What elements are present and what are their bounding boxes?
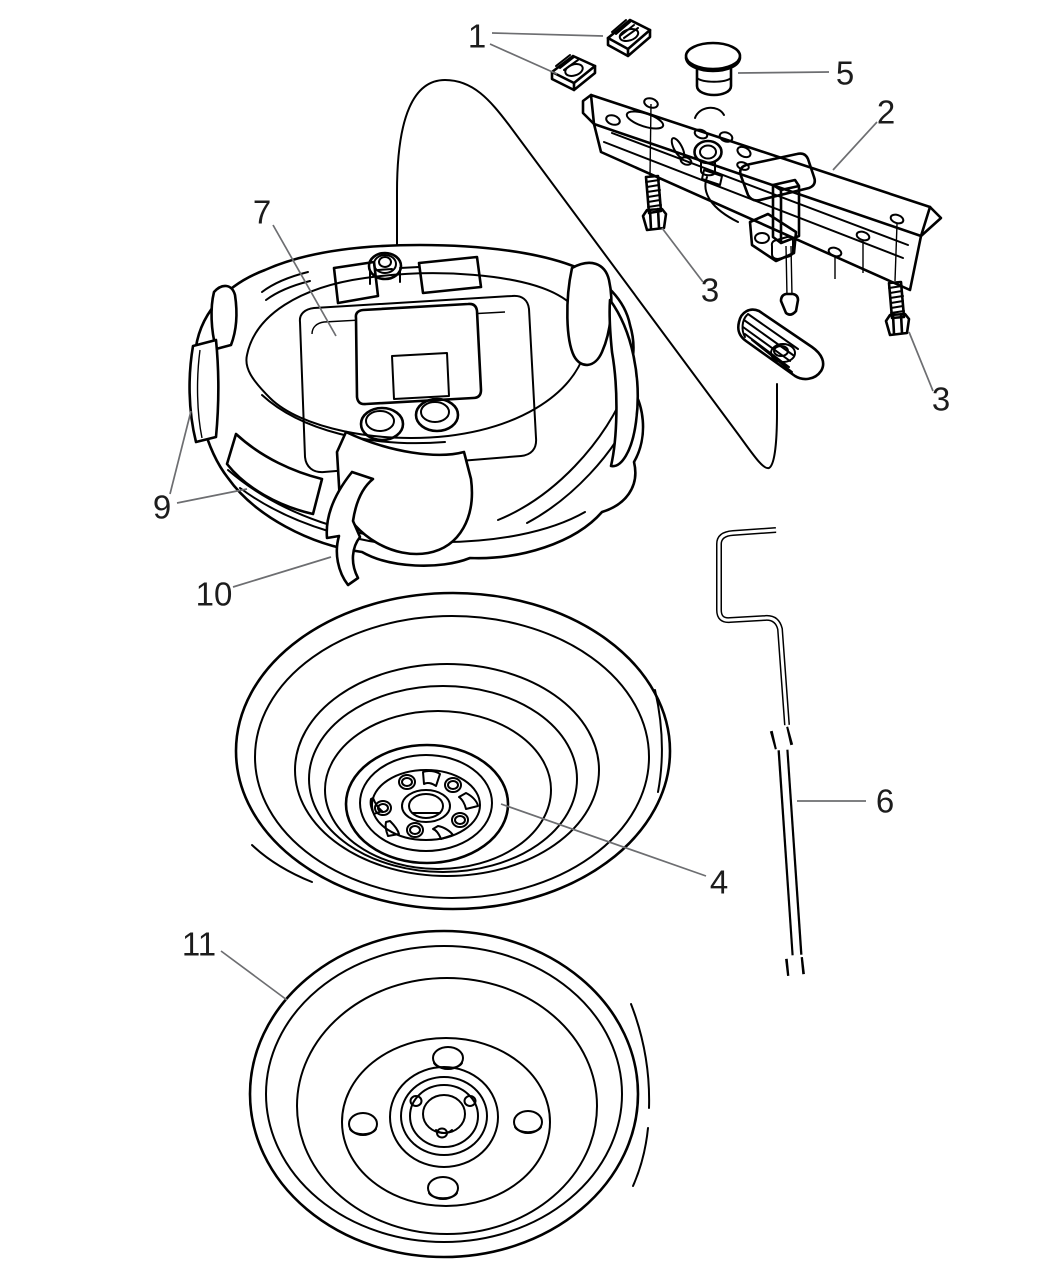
cover-straps xyxy=(188,261,639,556)
clip-teeth xyxy=(555,54,579,71)
barrel-accent-bottom xyxy=(632,1127,649,1187)
leader-10 xyxy=(232,556,332,588)
cover-recess-inner-line xyxy=(311,311,506,335)
callout-bolt-right: 3 xyxy=(931,380,951,418)
strap-blade-right xyxy=(608,298,639,468)
callout-spare-tire: 4 xyxy=(709,863,729,901)
leader-11 xyxy=(220,950,288,1001)
winch-foot-bracket xyxy=(748,212,798,263)
clip-teeth xyxy=(611,19,639,39)
winch-guide-tube xyxy=(771,178,801,245)
bracket-left-flange xyxy=(581,93,596,126)
clip-nut-upper xyxy=(606,18,652,58)
tread-accent-right xyxy=(654,689,663,793)
bracket-right-fold xyxy=(919,205,943,238)
leader-lines xyxy=(169,32,934,1001)
bolt-threads xyxy=(645,179,662,208)
leader-4 xyxy=(500,803,707,877)
compact-spare-tire xyxy=(234,591,672,911)
strap-hook xyxy=(325,470,375,587)
bolt-threads xyxy=(888,285,905,314)
tread-accent-left xyxy=(251,844,313,883)
clip-nut-lower xyxy=(550,54,597,92)
winch-cable xyxy=(396,79,778,470)
leader-9b xyxy=(176,488,248,504)
cover-inner-rim-2 xyxy=(261,394,446,445)
cover-knobs xyxy=(359,397,460,442)
lug-nuts xyxy=(374,774,469,838)
winch-frame xyxy=(738,152,817,202)
leader-3-right xyxy=(908,331,934,392)
steel-wheel xyxy=(248,929,651,1259)
spare-tire-cover xyxy=(188,243,645,587)
leader-9a xyxy=(169,410,192,495)
strap-tab-upper-left xyxy=(210,284,238,351)
strap-left xyxy=(188,338,220,444)
rod-collar xyxy=(779,292,800,316)
leader-7 xyxy=(272,224,337,337)
leader-2 xyxy=(832,121,878,171)
jack-handle-rod xyxy=(716,527,805,978)
leader-5 xyxy=(737,71,830,74)
plug-cap xyxy=(684,41,742,97)
retainer-clip-nuts xyxy=(550,18,652,92)
spare-tire-winch-carrier xyxy=(581,93,943,381)
cable-clip xyxy=(701,169,723,186)
winch-pulley xyxy=(693,139,739,223)
bolt-head xyxy=(884,312,911,337)
strap-front-left xyxy=(225,432,324,516)
pulley-cable xyxy=(704,176,739,223)
hub-holes xyxy=(409,1095,477,1139)
callout-clip-nuts: 1 xyxy=(467,17,487,55)
bracket-edge-bump xyxy=(694,106,725,119)
cover-top-box-left xyxy=(332,260,380,305)
cover-top-box-right xyxy=(417,255,483,295)
callout-winch-carrier: 2 xyxy=(876,93,896,131)
leader-1a xyxy=(491,32,604,37)
bolt-head xyxy=(641,207,668,232)
hub-pockets xyxy=(369,769,479,840)
callout-straps: 9 xyxy=(152,488,172,526)
winch-rod xyxy=(785,245,793,297)
callout-plug: 5 xyxy=(835,54,855,92)
callout-bolt-left: 3 xyxy=(700,271,720,309)
leader-3-left xyxy=(661,227,704,283)
callout-strap-hook: 10 xyxy=(195,575,233,613)
barrel-accent-top xyxy=(630,1003,651,1109)
wheel-slots xyxy=(348,1046,543,1200)
leader-1b xyxy=(489,43,558,75)
strap-center xyxy=(335,430,474,556)
latch-notch xyxy=(391,352,450,400)
callout-wheel: 11 xyxy=(181,925,217,963)
wheel-retainer xyxy=(736,308,825,381)
bracket-skirt xyxy=(592,122,923,292)
callout-cover-latch: 7 xyxy=(252,193,272,231)
callout-jack-rod: 6 xyxy=(875,782,895,820)
bracket-skirt-holes xyxy=(827,213,905,279)
strap-tab-right xyxy=(566,261,613,367)
cover-recess xyxy=(298,294,538,474)
latch-rods xyxy=(377,266,420,271)
hex-bolt-right xyxy=(884,223,911,337)
hex-bolt-left xyxy=(641,103,668,232)
